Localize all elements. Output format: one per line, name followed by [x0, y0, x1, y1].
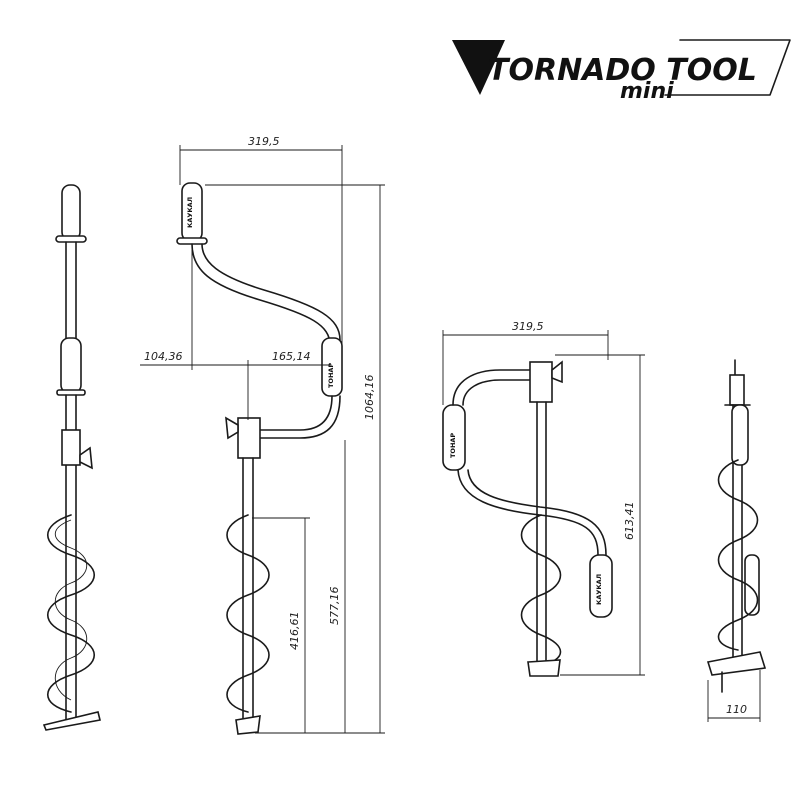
auger-compact-view: 110 [706, 359, 767, 722]
dim-total-height: 1064,16 [363, 375, 376, 421]
wing-nut [79, 446, 93, 470]
crank-lower-bar [249, 395, 333, 431]
folded-top-grip [442, 404, 466, 471]
dim-offset-left: 104,36 [144, 350, 183, 363]
auger-folded-view: ТОНАР КАУКАЛ 319,5 613,41 [442, 320, 645, 677]
dim-folded-width: 319,5 [512, 320, 544, 333]
folded-crank-bar [457, 469, 599, 556]
logo-triangle-mark [452, 40, 505, 95]
clamp-joint [61, 429, 81, 466]
logo-arrow-outline [664, 39, 791, 96]
spiral-blade-2 [226, 514, 270, 713]
middle-handle-grip [60, 337, 82, 394]
grip-brand-label-3: ТОНАР [449, 433, 457, 458]
wing-nut-2 [225, 416, 239, 440]
spiral-blade-3 [520, 514, 562, 666]
logo-subtitle: mini [620, 79, 674, 104]
dim-auger-height: 577,16 [328, 587, 341, 626]
auger-side-view: КАУКАЛ ТОНАР 319,5 104,36 165,14 1064,16… [140, 135, 385, 735]
folded-blade [527, 659, 561, 677]
cutting-blades [42, 711, 101, 731]
grip-brand-label: КАУКАЛ [186, 197, 194, 228]
folded-top-bar [452, 369, 541, 406]
dim-folded-height: 613,41 [623, 502, 636, 541]
grip-brand-label-4: КАУКАЛ [595, 574, 603, 605]
dim-side-width: 319,5 [248, 135, 280, 148]
crank-bent-bar [191, 243, 331, 346]
compact-upper-grip [731, 404, 749, 466]
dim-offset-right: 165,14 [272, 350, 311, 363]
auger-straight-view [42, 184, 101, 731]
spiral-blade [46, 514, 96, 713]
grip-brand-label-2: ТОНАР [327, 363, 335, 388]
blade-tip [235, 715, 261, 735]
spiral-blade-4 [717, 459, 759, 651]
brand-logo: TORNADO TOOL mini [452, 39, 791, 104]
logo-title: TORNADO TOOL [488, 53, 757, 88]
top-handle-grip [61, 184, 81, 241]
dim-base-width: 110 [726, 703, 747, 716]
folded-bottom-grip [589, 554, 613, 618]
dim-spiral-height: 416,61 [288, 612, 301, 651]
folded-joint [529, 361, 553, 403]
compact-blade [706, 651, 767, 676]
crank-joint [237, 417, 261, 459]
compact-lower-grip [744, 554, 760, 616]
